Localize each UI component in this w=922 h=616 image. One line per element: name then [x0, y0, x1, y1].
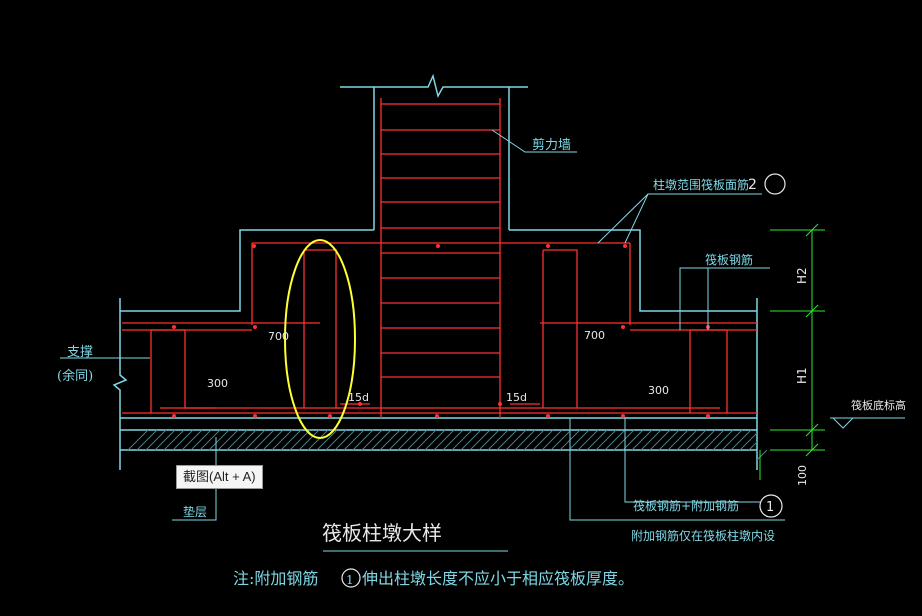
- label-support: 支撑: [67, 345, 93, 360]
- label-raft-bar: 筏板钢筋: [705, 252, 753, 267]
- dim-100: 100: [796, 465, 809, 486]
- dimension-lines: [759, 223, 825, 480]
- dim-300-right: 300: [648, 384, 669, 397]
- note-num: 1: [346, 573, 354, 587]
- circle-marker-2: [764, 173, 786, 195]
- rebar-dots: [172, 244, 710, 418]
- dim-15d-left: 15d: [348, 391, 369, 404]
- label-raft-bottom-elev: 筏板底标高: [851, 398, 906, 412]
- dim-300-left: 300: [207, 377, 228, 390]
- dim-15d-right: 15d: [506, 391, 527, 404]
- dim-h1: H1: [795, 367, 809, 384]
- label-pier-top-bar: 柱墩范围筏板面筋: [653, 177, 749, 192]
- label-pier-top-bar-num: 2: [748, 177, 757, 193]
- label-raft-add-bar: 筏板钢筋+附加钢筋: [633, 498, 739, 513]
- dim-700-left: 700: [268, 330, 289, 343]
- cushion-hatch: [127, 429, 768, 461]
- screenshot-tooltip: 截图(Alt + A): [176, 465, 263, 489]
- label-shear-wall: 剪力墙: [532, 137, 571, 153]
- rebar: [122, 98, 757, 418]
- label-support-note: (余同): [57, 368, 93, 384]
- elevation-marker: [830, 417, 905, 429]
- circle-marker-1: [759, 494, 783, 518]
- highlight-ellipse: [284, 239, 356, 439]
- dim-h2: H2: [795, 267, 809, 284]
- note-rest: 伸出柱墩长度不应小于相应筏板厚度。: [362, 569, 634, 588]
- dim-700-right: 700: [584, 329, 605, 342]
- label-raft-add-bar-num: 1: [766, 500, 774, 515]
- concrete-outline: [112, 73, 758, 470]
- label-cushion: 垫层: [183, 504, 207, 519]
- note-prefix: 注:附加钢筋: [233, 569, 318, 588]
- leaders: [60, 129, 785, 552]
- circle-markers: [341, 173, 786, 588]
- circle-marker-note: [341, 568, 361, 588]
- drawing-title: 筏板柱墩大样: [322, 521, 442, 545]
- label-add-bar-note: 附加钢筋仅在筏板柱墩内设: [631, 528, 775, 543]
